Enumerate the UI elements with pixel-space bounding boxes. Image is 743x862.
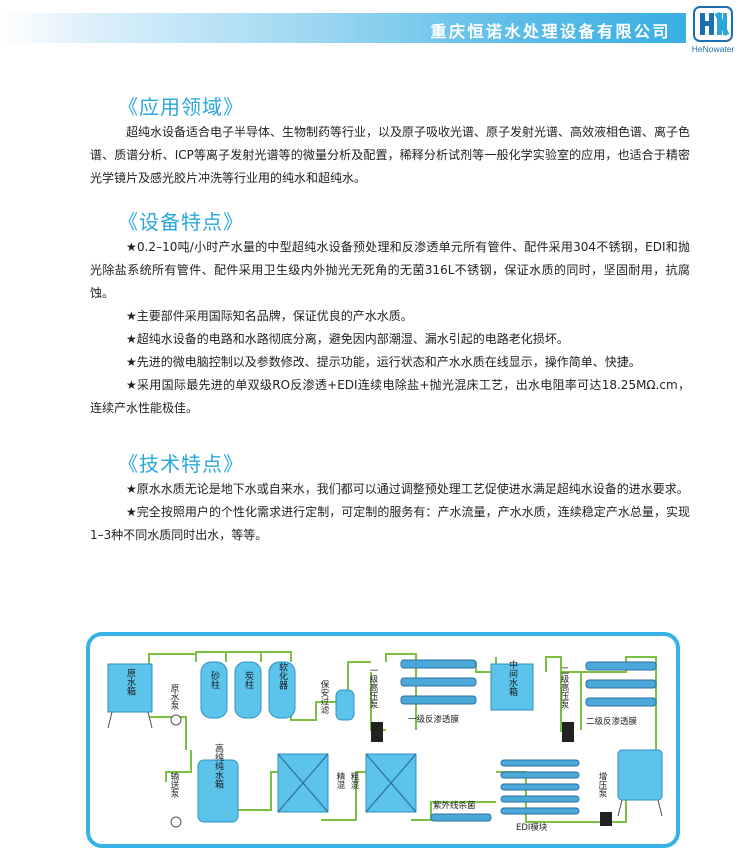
raw-pump-label: 原水泵 — [169, 684, 179, 710]
company-name: 重庆恒诺水处理设备有限公司 — [430, 22, 671, 41]
rough-label: 粗混 — [349, 771, 359, 790]
section-title-technology: 《技术特点》 — [118, 452, 244, 476]
softener-label: 软化器 — [277, 661, 288, 689]
pump1-icon — [371, 722, 383, 742]
security-filter — [335, 689, 355, 721]
pump2-label: 二级高压泵 — [559, 666, 569, 709]
boost-pump-label: 增压泵 — [597, 771, 607, 797]
paragraph: 超纯水设备适合电子半导体、生物制药等行业，以及原子吸收光谱、原子发射光谱、高效液… — [90, 125, 691, 185]
carbon-column — [234, 661, 262, 719]
sand-column — [200, 661, 228, 719]
company-logo: HeNowater — [688, 6, 738, 58]
pure-water-tank — [197, 759, 239, 823]
paragraph: ★0.2–10吨/小时产水量的中型超纯水设备预处理和反渗透单元所有管件、配件采用… — [90, 240, 690, 300]
process-flow-svg: 原水箱 原水泵 砂柱 炭柱 软化器 保安过滤 一级高压泵 一级反渗透膜 中间水箱… — [86, 632, 680, 848]
section-body-application: 超纯水设备适合电子半导体、生物制药等行业，以及原子吸收光谱、原子发射光谱、高效液… — [90, 121, 690, 190]
logo-text: HeNowater — [691, 44, 735, 54]
pump1-label: 一级高压泵 — [368, 666, 378, 709]
edi-label: EDI模块 — [516, 822, 548, 833]
process-diagram: 原水箱 原水泵 砂柱 炭柱 软化器 保安过滤 一级高压泵 一级反渗透膜 中间水箱… — [86, 632, 680, 848]
uv-label: 紫外线杀菌 — [433, 800, 476, 811]
logo-icon — [693, 6, 733, 42]
section-title-application: 《应用领域》 — [118, 95, 244, 119]
ro1-label: 一级反渗透膜 — [408, 714, 460, 725]
raw-water-tank — [107, 663, 153, 713]
mid-tank-label: 中间水箱 — [507, 659, 518, 697]
feed-pump-icon — [170, 816, 182, 828]
raw-pump-icon — [170, 714, 182, 726]
final-tank — [617, 749, 663, 801]
security-filter-label: 保安过滤 — [319, 679, 329, 715]
ro2-membranes — [585, 661, 657, 707]
uv-sterilizer — [430, 813, 492, 822]
boost-pump-icon — [600, 812, 612, 826]
mid-water-tank — [490, 663, 534, 711]
paragraph: ★原水水质无论是地下水或自来水，我们都可以通过调整预处理工艺促使进水满足超纯水设… — [126, 482, 689, 496]
pure-tank-label: 高纯纯水箱 — [213, 742, 224, 789]
paragraph: ★超纯水设备的电路和水路彻底分离，避免因内部潮湿、漏水引起的电路老化损坏。 — [126, 332, 569, 346]
polish-label: 精混 — [335, 771, 345, 790]
ro2-label: 二级反渗透膜 — [586, 716, 638, 727]
paragraph: ★采用国际最先进的单双级RO反渗透+EDI连续电除盐+抛光混床工艺，出水电阻率可… — [90, 378, 690, 415]
page-header: 重庆恒诺水处理设备有限公司 HeNowater — [0, 0, 743, 54]
section-title-features: 《设备特点》 — [118, 210, 244, 234]
softener-column — [268, 661, 296, 719]
pump2-icon — [562, 722, 574, 742]
section-body-technology: ★原水水质无论是地下水或自来水，我们都可以通过调整预处理工艺促使进水满足超纯水设… — [90, 478, 690, 547]
paragraph: ★先进的微电脑控制以及参数修改、提示功能，运行状态和产水水质在线显示，操作简单、… — [126, 355, 641, 369]
ro1-membranes — [400, 659, 477, 705]
sand-label: 砂柱 — [209, 670, 220, 689]
header-bar — [0, 13, 686, 43]
feed-pump-label: 输送泵 — [169, 771, 179, 797]
paragraph: ★完全按照用户的个性化需求进行定制，可定制的服务有：产水流量，产水水质，连续稳定… — [90, 505, 690, 542]
paragraph: ★主要部件采用国际知名品牌，保证优良的产水水质。 — [126, 309, 413, 323]
edi-modules — [500, 759, 580, 815]
section-body-features: ★0.2–10吨/小时产水量的中型超纯水设备预处理和反渗透单元所有管件、配件采用… — [90, 236, 690, 420]
carbon-label: 炭柱 — [243, 671, 254, 689]
raw-tank-label: 原水箱 — [125, 668, 136, 696]
